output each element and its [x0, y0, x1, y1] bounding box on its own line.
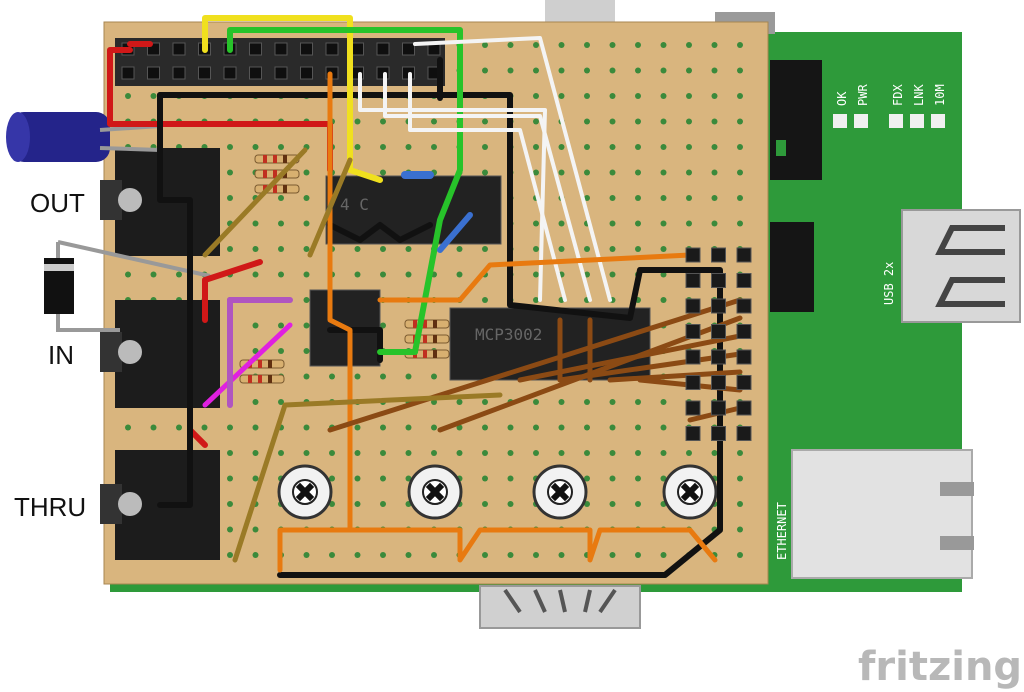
trim-pot[interactable]	[532, 464, 588, 520]
gpio-header	[115, 38, 445, 86]
svg-text:LNK: LNK	[912, 84, 926, 106]
led-labels: OK PWR FDX LNK 10M	[835, 84, 947, 106]
usb-connector	[901, 209, 1021, 323]
ethernet-label: ETHERNET	[775, 502, 789, 560]
trim-pot[interactable]	[277, 464, 333, 520]
svg-text:MCP3002: MCP3002	[475, 325, 542, 344]
potentiometers	[277, 464, 718, 520]
svg-text:10M: 10M	[933, 84, 947, 106]
electrolytic-capacitor	[6, 112, 161, 162]
label-thru: THRU	[14, 492, 86, 522]
svg-text:PWR: PWR	[856, 84, 870, 106]
label-out: OUT	[30, 188, 85, 218]
usb-label: USB 2x	[882, 262, 896, 305]
fritzing-logo: fritzing	[858, 644, 1022, 690]
svg-text:4 C: 4 C	[340, 195, 369, 214]
svg-text:OK: OK	[835, 91, 849, 106]
hdmi-connector	[479, 585, 641, 629]
trim-pot[interactable]	[662, 464, 718, 520]
label-in: IN	[48, 340, 74, 370]
chip-mcp3002: MCP3002	[449, 307, 651, 381]
trim-pot[interactable]	[407, 464, 463, 520]
svg-text:FDX: FDX	[891, 84, 905, 106]
ethernet-connector	[791, 449, 974, 579]
status-leds	[833, 114, 945, 128]
diode	[44, 240, 211, 332]
wires	[107, 15, 752, 578]
